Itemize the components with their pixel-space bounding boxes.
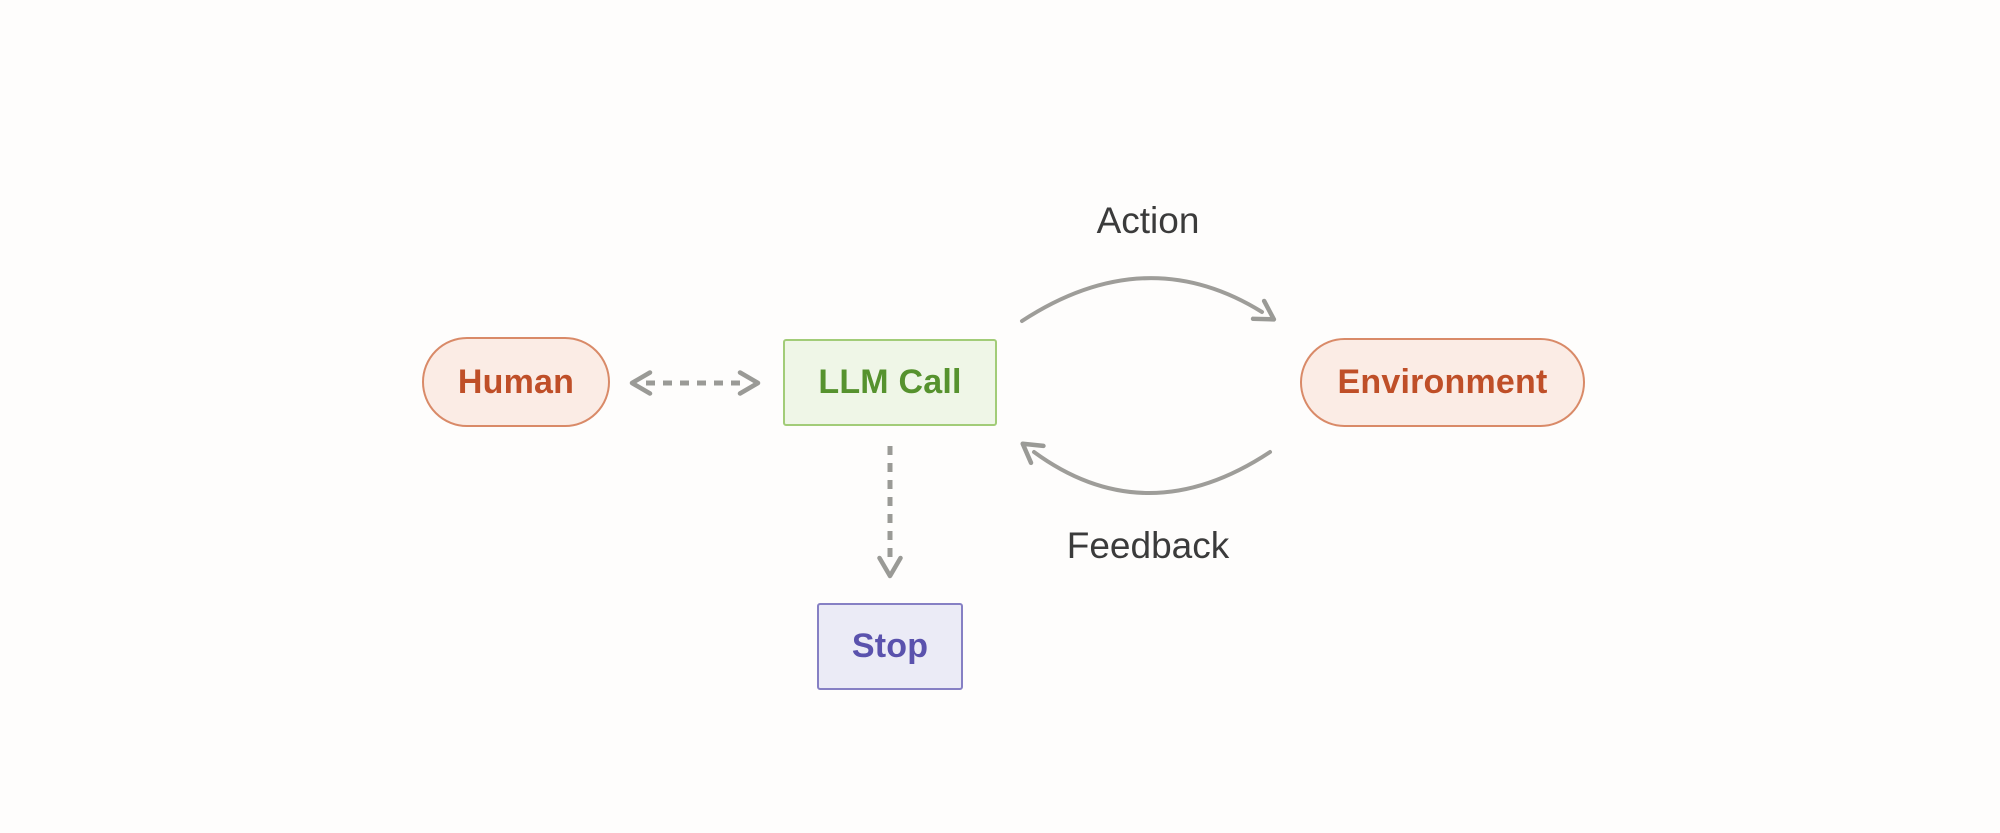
edge-label-feedback: Feedback (1066, 525, 1230, 566)
node-environment-label: Environment (1337, 363, 1548, 401)
node-human: Human (422, 337, 610, 427)
node-environment: Environment (1300, 338, 1585, 427)
node-human-label: Human (457, 362, 575, 401)
node-stop: Stop (817, 603, 963, 690)
action-curved-arrow (1020, 276, 1277, 323)
edge-label-action: Action (1096, 200, 1200, 241)
node-stop-label: Stop (851, 627, 929, 665)
feedback-curved-arrow (1020, 441, 1272, 495)
node-llm-call-label: LLM Call (818, 363, 962, 401)
node-llm-call: LLM Call (783, 339, 997, 426)
